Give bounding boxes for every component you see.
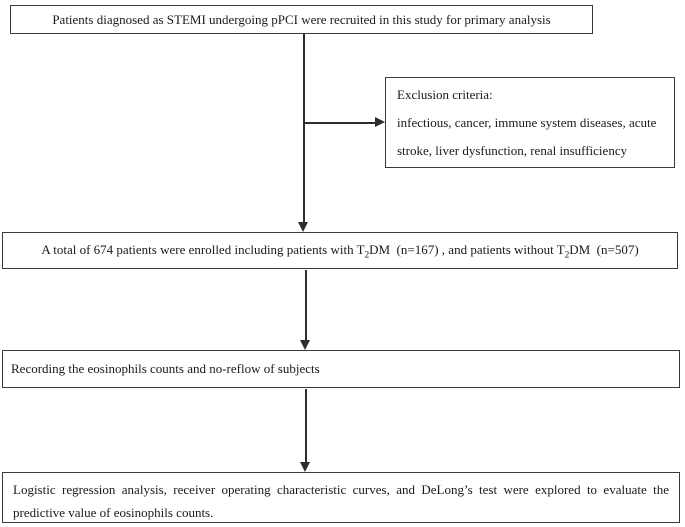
arrow-recruitment-to-enrollment-line <box>303 34 305 222</box>
box-analysis-line-2: predictive value of eosinophils counts. <box>13 505 214 520</box>
arrow-recording-to-analysis-line <box>305 389 307 462</box>
box-recruitment-text: Patients diagnosed as STEMI undergoing p… <box>52 11 551 27</box>
exclusion-line-1: infectious, cancer, immune system diseas… <box>397 115 657 130</box>
box-recording-text: Recording the eosinophils counts and no-… <box>11 361 320 376</box>
box-enrollment: A total of 674 patients were enrolled in… <box>2 232 678 269</box>
exclusion-title: Exclusion criteria: <box>397 87 493 102</box>
arrow-enrollment-to-recording-line <box>305 270 307 340</box>
box-recording: Recording the eosinophils counts and no-… <box>2 350 680 388</box>
box-exclusion-criteria: Exclusion criteria: infectious, cancer, … <box>385 77 675 168</box>
arrowhead-down-icon <box>298 222 308 232</box>
box-analysis-line-1: Logistic regression analysis, receiver o… <box>13 482 669 497</box>
exclusion-line-2: stroke, liver dysfunction, renal insuffi… <box>397 143 628 158</box>
arrowhead-down-icon <box>300 462 310 472</box>
arrow-to-exclusion-line <box>303 122 375 124</box>
box-analysis: Logistic regression analysis, receiver o… <box>2 472 680 523</box>
arrowhead-down-icon <box>300 340 310 350</box>
box-recruitment: Patients diagnosed as STEMI undergoing p… <box>10 5 593 34</box>
arrowhead-right-icon <box>375 117 385 127</box>
box-enrollment-text: A total of 674 patients were enrolled in… <box>41 241 639 260</box>
